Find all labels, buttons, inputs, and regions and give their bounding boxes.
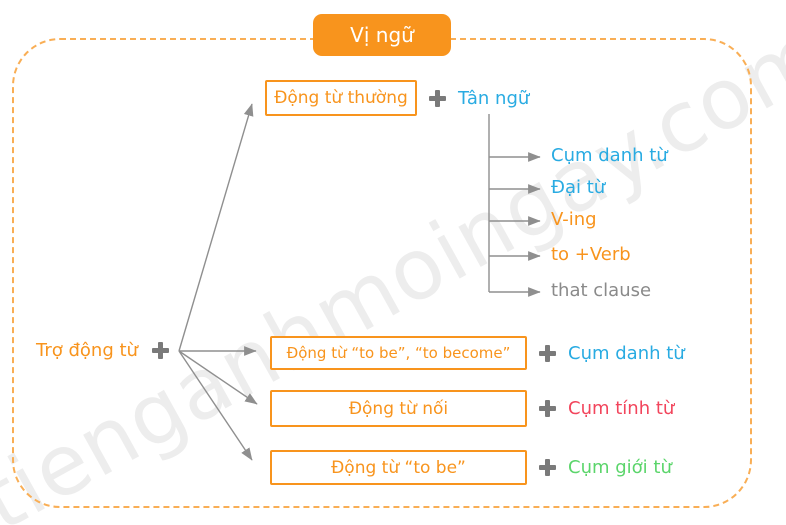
complement-label-2: Cụm danh từ: [568, 342, 685, 364]
verb-box-4: Động từ “to be”: [270, 450, 527, 485]
object-type-item: V-ing: [551, 209, 597, 230]
plus-icon: [151, 342, 169, 359]
branch-row-2: Động từ “to be”, “to become” Cụm danh từ: [270, 336, 685, 370]
complement-label-1: Tân ngữ: [458, 87, 530, 109]
object-type-item: to +Verb: [551, 244, 631, 265]
complement-label-3: Cụm tính từ: [568, 398, 675, 419]
branch-row-1: Động từ thường Tân ngữ: [265, 80, 529, 116]
object-type-item: Cụm danh từ: [551, 145, 668, 166]
arrow-to-row1: [178, 103, 254, 352]
verb-box-2: Động từ “to be”, “to become”: [270, 336, 527, 370]
plus-icon: [539, 459, 556, 476]
branch-row-4: Động từ “to be” Cụm giới từ: [270, 450, 672, 485]
root-group: Trợ động từ: [36, 340, 181, 361]
branch-row-3: Động từ nối Cụm tính từ: [270, 390, 674, 427]
complement-label-4: Cụm giới từ: [568, 457, 672, 478]
arrow-to-row4: [178, 350, 253, 461]
object-type-item: Đại từ: [551, 177, 606, 198]
object-type-item: that clause: [551, 280, 652, 301]
plus-icon: [539, 344, 556, 362]
verb-box-3: Động từ nối: [270, 390, 527, 427]
arrow-to-row3: [178, 350, 258, 405]
verb-box-1: Động từ thường: [265, 80, 417, 116]
title-badge: Vị ngữ: [313, 14, 451, 56]
plus-icon: [429, 89, 446, 107]
root-label: Trợ động từ: [36, 340, 138, 361]
plus-icon: [539, 400, 556, 417]
